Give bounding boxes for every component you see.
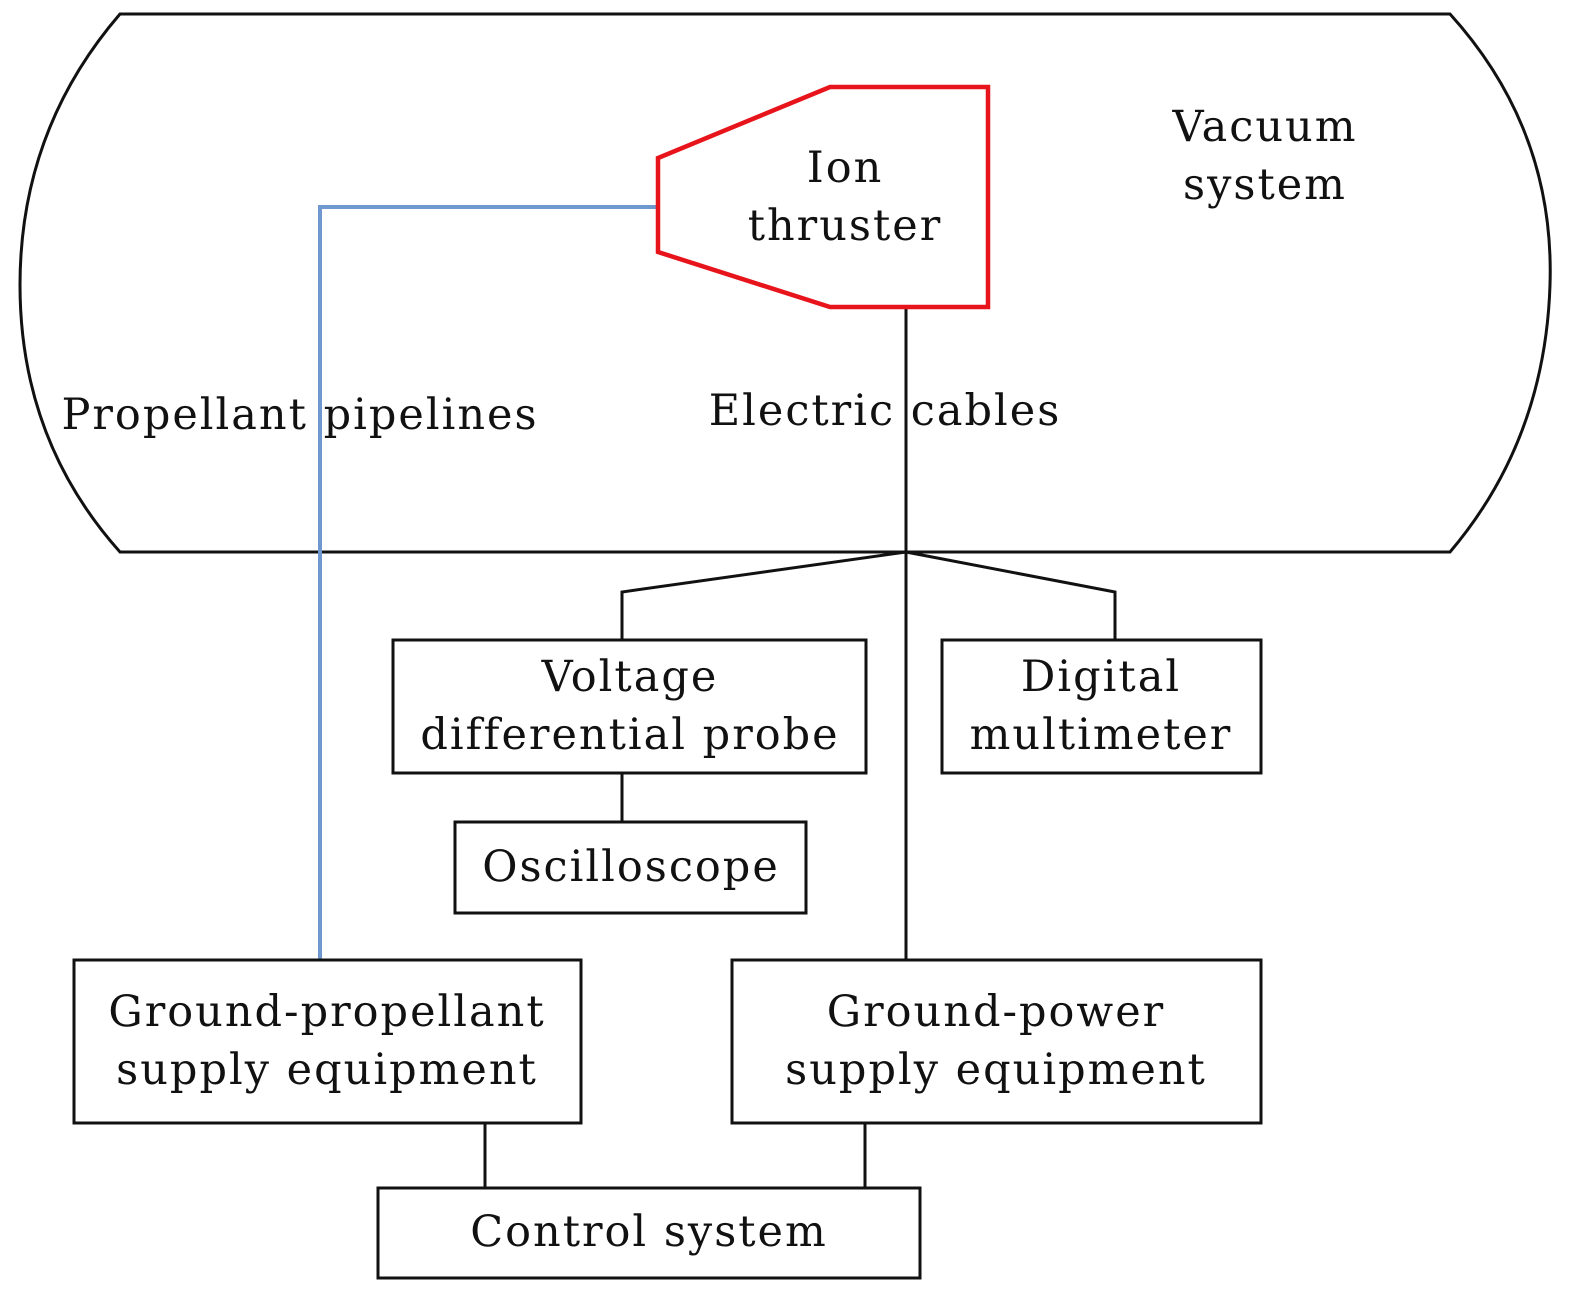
ground-power-label-line1: Ground-power [827,987,1165,1037]
control-system-label: Control system [470,1207,828,1257]
vacuum-system-label-line1: Vacuum [1172,102,1358,152]
vacuum-system-label-line2: system [1183,160,1347,210]
ion-thruster-label-line1: Ion [807,143,884,193]
voltage-probe-label-line1: Voltage [541,652,719,702]
oscilloscope-box [453,820,808,915]
digital-multimeter-label-line1: Digital [1021,652,1181,702]
ground-power-supply-box [730,958,1263,1125]
digital-multimeter-label-line2: multimeter [970,710,1233,760]
control-system-box [376,1186,922,1280]
ground-power-label-line2: supply equipment [785,1045,1207,1095]
voltage-probe-box [391,638,868,775]
digital-multimeter-box [940,638,1263,775]
ground-propellant-label-line1: Ground-propellant [108,987,545,1037]
ground-propellant-label-line2: supply equipment [116,1045,538,1095]
propellant-pipeline [318,205,658,960]
cable-branch-voltage-probe [620,550,907,640]
electric-cables-label: Electric cables [709,386,1062,436]
oscilloscope-label: Oscilloscope [482,842,780,892]
ground-propellant-supply-box [72,958,583,1125]
voltage-probe-label-line2: differential probe [420,710,839,760]
ion-thruster-label-line2: thruster [748,201,943,251]
cable-branch-multimeter [905,550,1117,640]
propellant-pipelines-label: Propellant pipelines [61,390,538,440]
ion-thruster-outline [655,84,991,310]
